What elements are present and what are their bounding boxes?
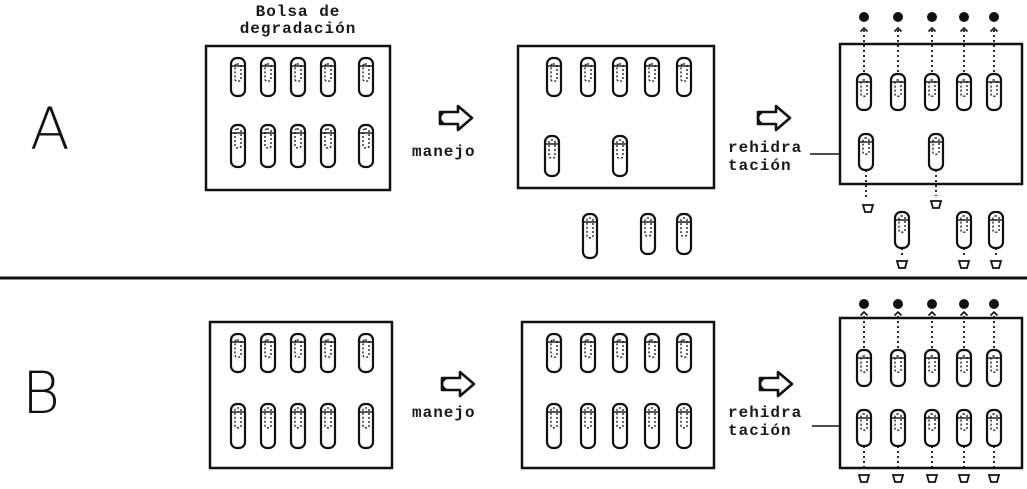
row-a-bag1-bottom-sample-2	[261, 125, 275, 167]
row-b-bag3-bottom-sample-4	[957, 410, 971, 446]
row-b-arrow-handling	[442, 372, 474, 396]
row-b-bag2-bottom-sample-1	[547, 404, 561, 448]
row-a-outside-sample-3	[989, 212, 1003, 248]
row-b-bag1-bottom-sample-1	[231, 404, 245, 448]
row-a-bag3-top-bead-2	[894, 13, 903, 22]
row-a-bag3-top-bead-5	[990, 13, 999, 22]
row-a-bag3-top-bead-3	[928, 13, 937, 22]
row-a-bag1-bottom-sample-4	[321, 125, 335, 167]
row-b-bag3-bottom-sample-3	[925, 410, 939, 446]
row-a-bag3-top-bead-1	[860, 13, 869, 22]
row-b-bag3-top-bead-2	[894, 300, 903, 309]
row-a-arrow-rehydration-tail	[758, 112, 762, 124]
row-a-lost-sample-2	[641, 214, 655, 254]
row-b-bag3-top-arrowhead-4	[961, 312, 968, 316]
row-a-arrow-rehydration	[758, 106, 790, 130]
row-a-outside-sample-1	[895, 212, 909, 248]
row-b-bag1-bottom-sample-3	[291, 404, 305, 448]
row-b-bag3-top-bead-5	[990, 300, 999, 309]
row-b-arrow-rehydration-tail	[760, 378, 764, 390]
row-b-bag2-bottom-sample-2	[581, 404, 595, 448]
row-b-bag3-bottom-bead-4	[959, 475, 969, 482]
row-b-bag3-bottom-bead-2	[893, 475, 903, 482]
row-b-bag3-bottom-bead-5	[989, 475, 999, 482]
row-a-outside-sample-2	[957, 212, 971, 248]
row-b-bag3-bottom-bead-1	[859, 475, 869, 482]
row-a-bag2-bottom-sample-1	[545, 136, 559, 176]
row-b-bag2-bottom-sample-3	[613, 404, 627, 448]
row-b-bag1-bottom-sample-5	[359, 404, 373, 448]
row-b-bag1-bottom-sample-2	[261, 404, 275, 448]
row-a-lost-sample-3	[677, 214, 691, 254]
row-b-bag3-top-arrowhead-1	[861, 312, 868, 316]
row-a-bag3-bottom-bead-2	[931, 201, 941, 208]
row-b-arrow-handling-tail	[442, 378, 446, 390]
row-a-bag1-bottom-sample-3	[291, 125, 305, 167]
row-b-bag3-bottom-sample-5	[987, 410, 1001, 446]
row-b-bag3-bottom-sample-1	[857, 410, 871, 446]
row-a-bag2-bottom-sample-2	[613, 136, 627, 176]
row-a-outside-bead-2	[959, 261, 969, 268]
row-a-bag1-bottom-sample-5	[359, 125, 373, 167]
row-a-bag3-bottom-sample-1	[859, 134, 873, 170]
row-b-bag3-top-arrowhead-2	[895, 312, 902, 316]
row-a-bag1-bottom-sample-1	[231, 125, 245, 167]
row-a-lost-sample-1	[583, 214, 597, 258]
row-b-bag1-bottom-sample-4	[321, 404, 335, 448]
row-b-arrow-rehydration	[760, 372, 792, 396]
row-a-outside-bead-1	[897, 261, 907, 268]
row-b-bag2-bottom-sample-4	[645, 404, 659, 448]
row-b-bag3-bottom-bead-3	[927, 475, 937, 482]
row-b-bag3-top-arrowhead-5	[991, 312, 998, 316]
row-a-bag3-bottom-bead-1	[863, 205, 873, 212]
row-a-arrow-handling	[440, 106, 472, 130]
row-a-outside-bead-3	[991, 261, 1001, 268]
row-a-bag3-bottom-sample-2	[929, 134, 943, 170]
row-b-bag3-bottom-sample-2	[891, 410, 905, 446]
row-a-arrow-handling-tail	[440, 112, 444, 124]
row-b-bag3-top-bead-3	[928, 300, 937, 309]
row-b-bag3-top-arrowhead-3	[929, 312, 936, 316]
row-b-bag3-top-bead-4	[960, 300, 969, 309]
row-a-bag3-top-bead-4	[960, 13, 969, 22]
row-b-bag3-top-bead-1	[860, 300, 869, 309]
row-b-bag2-bottom-sample-5	[677, 404, 691, 448]
